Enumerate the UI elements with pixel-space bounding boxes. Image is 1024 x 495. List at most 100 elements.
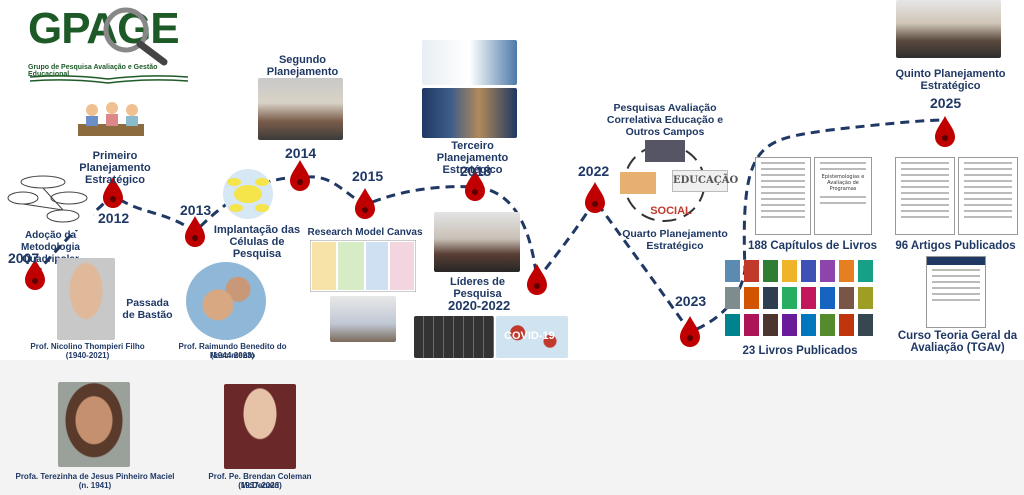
label-passada: Passada de Bastão [122, 297, 173, 321]
book-cover-2018b [422, 88, 517, 138]
caption-brendan-name: Prof. Pe. Brendan Coleman McDonald [208, 472, 312, 490]
research-cycle-image [620, 140, 706, 222]
label-pesquisas: Pesquisas Avaliação Correlativa Educação… [606, 102, 724, 138]
year-2025: 2025 [930, 95, 962, 111]
caption-terezinha-name: Profa. Terezinha de Jesus Pinheiro Macie… [15, 472, 175, 481]
video-meeting-photo [414, 316, 494, 358]
book-cover [801, 314, 816, 336]
book-cover-2018a [422, 40, 517, 85]
year-2020-2022: 2020-2022 [448, 298, 511, 313]
research-canvas-image [310, 240, 416, 292]
timeline-drop-icon [527, 264, 547, 295]
book-cover [744, 287, 759, 309]
timeline-drop-icon [585, 182, 605, 213]
timeline-drop-dot [472, 189, 478, 195]
portrait-raimundo [186, 262, 266, 340]
label-curso: Curso Teoria Geral da Avaliação (TGAv) [897, 330, 1018, 354]
educacao-text: EDUCAÇÃO [673, 175, 739, 186]
book-cover [725, 260, 740, 282]
year-2013: 2013 [180, 202, 212, 218]
portrait-brendan [224, 384, 296, 469]
timeline-drop-dot [297, 179, 303, 185]
book-cover [820, 287, 835, 309]
book-cover [801, 287, 816, 309]
label-primeiro: Primeiro Planejamento Estratégico [79, 150, 151, 186]
portrait-nicolino [57, 258, 115, 340]
timeline-drop-dot [687, 335, 693, 341]
course-poster [926, 256, 986, 328]
timeline-drop-dot [534, 283, 540, 289]
group-photo-2025 [896, 0, 1001, 58]
chapter-doc-1 [755, 157, 811, 235]
year-2015: 2015 [352, 168, 384, 184]
timeline-drop-dot [942, 135, 948, 141]
year-2012: 2012 [98, 210, 130, 226]
book-cover [801, 260, 816, 282]
label-research-canvas: Research Model Canvas [307, 227, 423, 238]
book-cover [763, 314, 778, 336]
label-quinto: Quinto Planejamento Estratégico [895, 68, 1006, 92]
group-photo-2014 [258, 78, 343, 140]
label-lideres: Líderes de Pesquisa [449, 276, 506, 300]
caption-nicolino-name: Prof. Nicolino Thompieri Filho [30, 342, 145, 351]
timeline-drop-icon [465, 170, 485, 201]
article-doc-1 [895, 157, 955, 235]
gpage-logo: GPAGE Grupo de Pesquisa Avaliação e Gest… [28, 4, 193, 84]
book-cover [839, 314, 854, 336]
book-covers-grid [725, 260, 880, 340]
year-2007: 2007 [8, 250, 40, 266]
caption-brendan-years: (1937-2023) [238, 481, 282, 490]
book-cover [858, 314, 873, 336]
label-capitulos: 188 Capítulos de Livros [747, 240, 878, 252]
logo-book-lines [29, 75, 189, 84]
magnifier-icon [103, 7, 168, 66]
book-cover [858, 287, 873, 309]
chapter-doc-2: Epistemologias e Avaliação de Programas [814, 157, 872, 235]
educacao-box: EDUCAÇÃO [672, 170, 739, 192]
caption-raimundo-name: Prof. Raimundo Benedito do Nascimento [178, 342, 287, 360]
book-cover [782, 314, 797, 336]
book-cover [763, 287, 778, 309]
label-terceiro: Terceiro Planejamento Estratégico [436, 140, 509, 176]
timeline-drop-dot [192, 235, 198, 241]
logo-subtitle: Grupo de Pesquisa Avaliação e Gestão Edu… [28, 64, 158, 78]
timeline-drop-icon [103, 177, 123, 208]
year-2022: 2022 [578, 163, 610, 179]
portrait-terezinha [58, 382, 130, 467]
timeline-drop-dot [362, 207, 368, 213]
book-title-text: Epistemologias e Avaliação de Programas [821, 174, 865, 192]
book-cover [820, 260, 835, 282]
people-clipart [78, 102, 144, 136]
timeline-drop-icon [25, 259, 45, 290]
timeline-drop-icon [935, 116, 955, 147]
book-cover [725, 314, 740, 336]
book-cover [763, 260, 778, 282]
timeline-drop-icon [355, 188, 375, 219]
label-adocao: Adoção da Metodologia Quadripolar [21, 230, 80, 265]
book-cover [782, 287, 797, 309]
covid-image: COVID-19 [496, 316, 568, 358]
label-implantacao: Implantação das Células de Pesquisa [213, 224, 301, 260]
book-cover [744, 260, 759, 282]
timeline-drop-dot [110, 196, 116, 202]
timeline-drop-dot [32, 278, 38, 284]
book-cover [839, 287, 854, 309]
workshop-photo [330, 296, 396, 342]
bottom-band [0, 360, 1024, 495]
caption-nicolino-years: (1940-2021) [65, 351, 110, 360]
book-cover [725, 287, 740, 309]
social-box: SOCIAL [646, 205, 696, 221]
social-text: SOCIAL [650, 205, 692, 217]
caption-terezinha-years: (n. 1941) [78, 481, 112, 490]
timeline-drop-icon [680, 316, 700, 347]
label-livros: 23 Livros Publicados [742, 345, 858, 357]
quadripolar-diagram [3, 168, 93, 230]
book-cover [858, 260, 873, 282]
leaders-photo [434, 212, 520, 272]
book-cover [839, 260, 854, 282]
research-cells-icon [223, 169, 273, 219]
label-artigos: 96 Artigos Publicados [895, 240, 1016, 252]
caption-raimundo-years: (1944-2023) [210, 351, 255, 360]
timeline-drop-icon [290, 160, 310, 191]
